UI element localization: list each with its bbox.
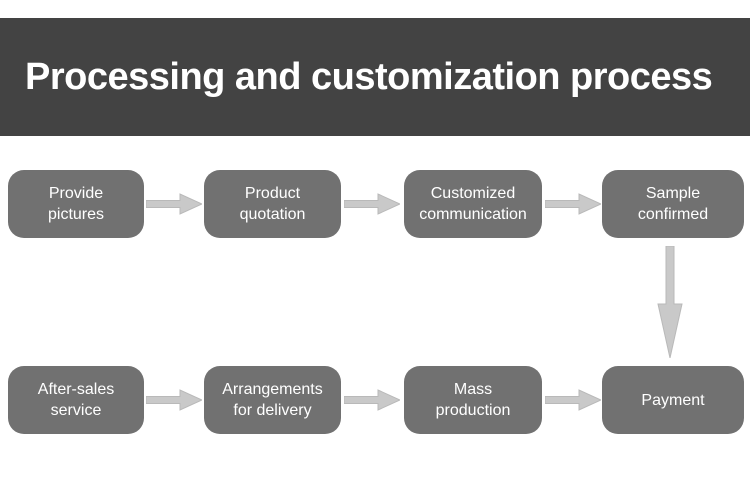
flow-node-payment: Payment bbox=[602, 366, 744, 434]
title-banner: Processing and customization process bbox=[0, 18, 750, 136]
flow-node-product-quotation: Product quotation bbox=[204, 170, 341, 238]
flow-node-provide-pictures: Provide pictures bbox=[8, 170, 144, 238]
flow-node-label: Product quotation bbox=[239, 185, 306, 223]
arrow-right-icon bbox=[344, 193, 400, 215]
arrow-right-icon bbox=[146, 193, 202, 215]
flow-node-label: Sample confirmed bbox=[637, 185, 709, 223]
arrow-right-shape bbox=[344, 389, 400, 411]
arrow-right-shape bbox=[146, 193, 202, 215]
arrow-right-shape bbox=[545, 389, 601, 411]
flow-node-label: Provide pictures bbox=[47, 185, 105, 223]
flow-node-mass-production: Mass production bbox=[404, 366, 542, 434]
flow-node-label: Payment bbox=[641, 391, 705, 409]
arrow-right-shape bbox=[146, 389, 202, 411]
flow-node-sample-confirmed: Sample confirmed bbox=[602, 170, 744, 238]
flow-node-label: Mass production bbox=[435, 381, 511, 419]
flow-node-customized-communication: Customized communication bbox=[404, 170, 542, 238]
arrow-right-icon bbox=[545, 389, 601, 411]
page-title: Processing and customization process bbox=[25, 55, 713, 98]
flow-node-arrangements-for-delivery: Arrangements for delivery bbox=[204, 366, 341, 434]
arrow-right-shape bbox=[344, 193, 400, 215]
flow-node-label: After-sales service bbox=[37, 381, 115, 419]
arrow-right-icon bbox=[146, 389, 202, 411]
arrow-right-icon bbox=[344, 389, 400, 411]
flow-node-label: Arrangements for delivery bbox=[222, 381, 323, 419]
arrow-right-icon bbox=[545, 193, 601, 215]
arrow-down-icon bbox=[657, 246, 683, 358]
arrow-right-shape bbox=[545, 193, 601, 215]
flow-node-label: Customized communication bbox=[419, 185, 527, 223]
flow-node-after-sales-service: After-sales service bbox=[8, 366, 144, 434]
arrow-down-shape bbox=[657, 246, 683, 358]
